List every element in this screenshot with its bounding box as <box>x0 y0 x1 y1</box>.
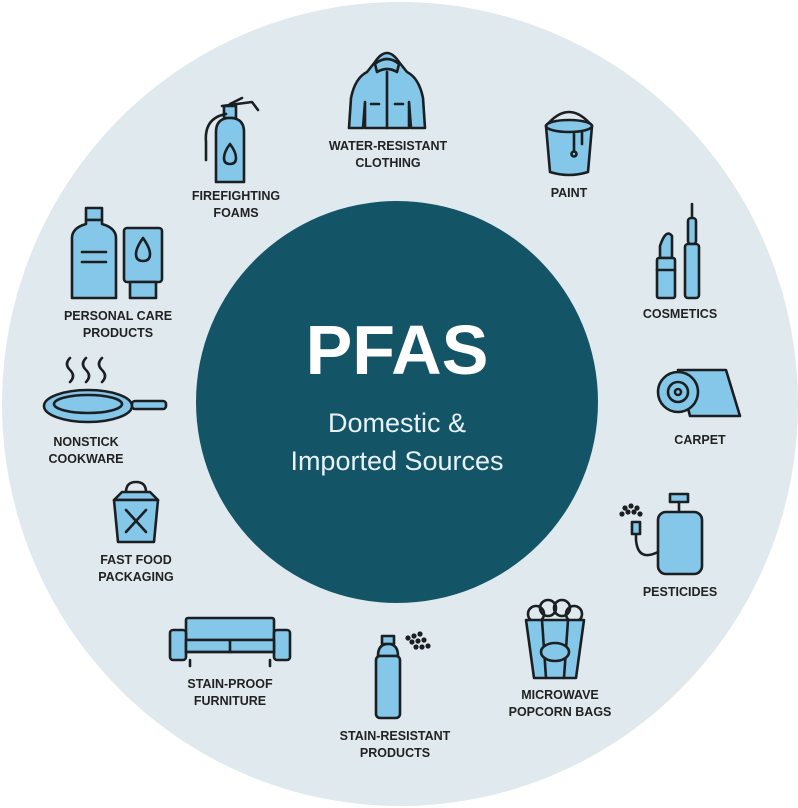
fire-extinguisher-icon <box>204 96 260 184</box>
center-title: PFAS <box>305 311 489 389</box>
label-nonstick-cookware: NONSTICK COOKWARE <box>48 435 124 466</box>
lipstick-mascara-icon <box>655 202 701 300</box>
label-firefighting-foams: FIREFIGHTING FOAMS <box>191 189 281 220</box>
label-paint: PAINT <box>550 186 588 200</box>
label-cosmetics: COSMETICS <box>642 307 718 321</box>
label-pesticides: PESTICIDES <box>642 585 718 599</box>
carpet-roll-icon <box>656 368 742 418</box>
label-stain-resistant-products: STAIN-RESISTANT PRODUCTS <box>339 729 451 760</box>
spray-can-icon <box>374 631 431 720</box>
takeout-box-icon <box>112 480 160 544</box>
frying-pan-icon <box>42 356 168 424</box>
sofa-icon <box>168 616 292 668</box>
center-circle <box>196 201 598 603</box>
label-carpet: CARPET <box>674 433 726 447</box>
center-subtitle: Domestic & Imported Sources <box>196 404 598 480</box>
label-microwave-popcorn-bags: MICROWAVE POPCORN BAGS <box>508 688 612 719</box>
pressure-sprayer-icon <box>619 492 704 576</box>
paint-bucket-icon <box>544 110 594 177</box>
popcorn-bag-icon <box>524 598 586 680</box>
label-water-resistant-clothing: WATER-RESISTANT CLOTHING <box>328 139 448 170</box>
bottle-tube-icon <box>70 206 164 300</box>
center-subtitle-line2: Imported Sources <box>290 446 504 476</box>
label-personal-care-products: PERSONAL CARE PRODUCTS <box>63 309 173 340</box>
hooded-jacket-icon <box>347 51 427 130</box>
label-stain-proof-furniture: STAIN-PROOF FURNITURE <box>187 677 273 708</box>
center-subtitle-line1: Domestic & <box>327 408 467 438</box>
label-fast-food-packaging: FAST FOOD PACKAGING <box>98 553 174 584</box>
